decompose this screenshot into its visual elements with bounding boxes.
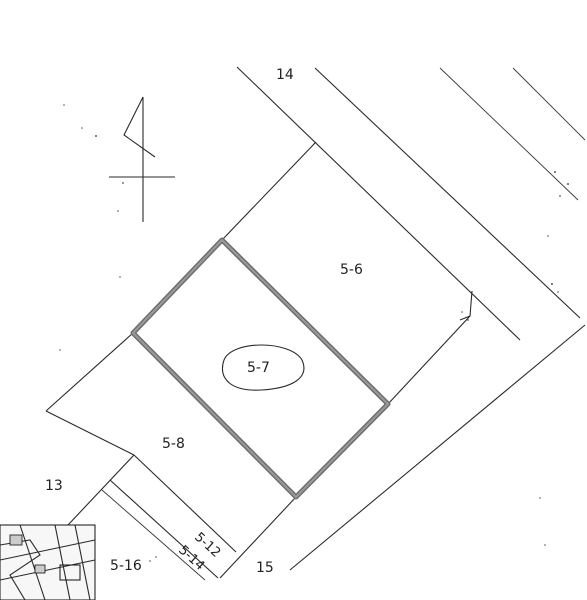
- north-arrow-icon: [109, 96, 175, 222]
- parcel-label-5-16: 5-16: [110, 558, 142, 574]
- parcel-5-7-highlight: [130, 237, 391, 500]
- parcel-5-8-boundary: [45, 332, 297, 581]
- parcel-5-6-boundary: [221, 141, 473, 405]
- parcel-label-5-7: 5-7: [247, 360, 270, 376]
- road-label-14: 14: [276, 67, 294, 83]
- inset-map-thumbnail: [0, 524, 96, 600]
- road-15-lines: [289, 324, 586, 571]
- scan-speckles: [59, 104, 569, 562]
- road-label-13: 13: [45, 478, 63, 494]
- parcel-5-7-circle: [222, 344, 305, 391]
- road-14-lines: [236, 66, 586, 341]
- parcel-label-5-8: 5-8: [162, 436, 185, 452]
- road-label-15: 15: [256, 560, 274, 576]
- parcel-label-5-6: 5-6: [340, 262, 363, 278]
